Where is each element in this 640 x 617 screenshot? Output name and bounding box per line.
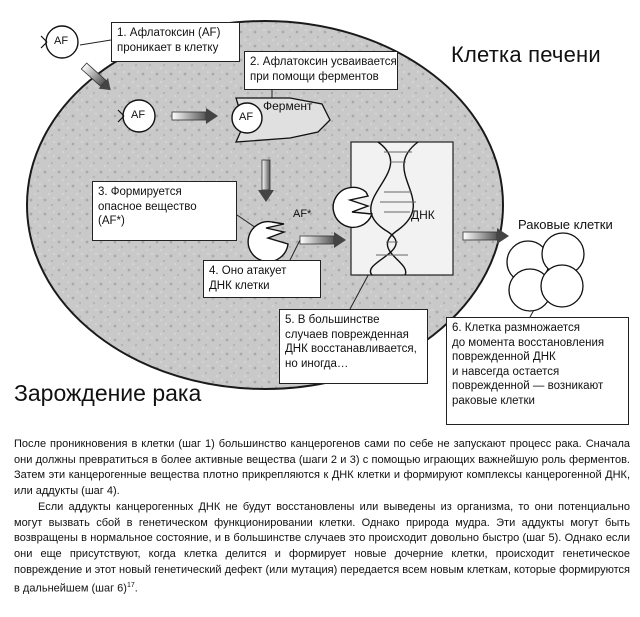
step-6-line: до момента восстановления: [452, 336, 605, 349]
af-label: AF: [54, 35, 69, 47]
step-2-line: при помощи ферментов: [250, 70, 379, 83]
af-label: AF: [239, 111, 254, 123]
step-3-line: 3. Формируется: [98, 186, 182, 198]
step-1-line: проникает в клетку: [117, 41, 219, 54]
step-5-line: ДНК восстанавливается,: [285, 343, 417, 355]
arrow-to-enzyme: [171, 108, 218, 124]
step-3-box: 3. Формируется опасное вещество (AF*): [92, 181, 237, 241]
af-molecule-inside: [117, 99, 156, 133]
arrow-down: [258, 159, 274, 202]
af-star-label: AF*: [293, 208, 312, 220]
paragraph-2-end: .: [134, 582, 138, 595]
step-3-line: (AF*): [98, 215, 125, 227]
step-6-line: раковые клетки: [452, 394, 535, 407]
step-5-box: 5. В большинстве случаев поврежденная ДН…: [279, 309, 428, 384]
step-4-line: ДНК клетки: [209, 279, 270, 292]
cancer-cells-cluster: [506, 232, 585, 312]
dna-label: ДНК: [411, 208, 435, 222]
step-2-line: 2. Афлатоксин усваивается: [250, 56, 397, 68]
step-5-line: 5. В большинстве: [285, 314, 380, 326]
step-5-line: случаев поврежденная: [285, 328, 409, 341]
step-5-line: но иногда…: [285, 357, 349, 370]
step-4-line: 4. Оно атакует: [209, 265, 287, 277]
arrow-to-dna: [299, 232, 346, 248]
af-star-bound-to-dna: [332, 186, 373, 229]
enzyme-shape: [231, 97, 331, 143]
paragraph-1: После проникновения в клетки (шаг 1) бол…: [14, 438, 630, 498]
step-1-box: 1. Афлатоксин (AF) проникает в клетку: [111, 22, 240, 62]
liver-cell-title: Клетка печени: [451, 42, 601, 67]
dna-box: [350, 141, 454, 276]
arrow-to-cancer-cells: [462, 228, 509, 244]
step-4-box: 4. Оно атакует ДНК клетки: [203, 260, 321, 298]
cancer-cells-label: Раковые клетки: [518, 217, 613, 232]
footnote-ref: 17: [126, 582, 135, 590]
enzyme-label: Фермент: [263, 99, 313, 113]
paragraph-2-text: Если аддукты канцерогенных ДНК не будут …: [14, 500, 630, 595]
step-3-line: опасное вещество: [98, 200, 197, 213]
step-2-box: 2. Афлатоксин усваивается при помощи фер…: [244, 51, 398, 90]
step-1-line: 1. Афлатоксин (AF): [117, 27, 221, 39]
body-text: После проникновения в клетки (шаг 1) бол…: [14, 437, 630, 598]
step-6-box: 6. Клетка размножается до момента восста…: [446, 317, 629, 425]
af-molecule-outside: [40, 25, 79, 59]
step-6-line: и навсегда остается: [452, 365, 560, 378]
af-label: AF: [131, 109, 146, 121]
step-6-line: поврежденной ДНК: [452, 351, 556, 363]
step-6-line: поврежденной — возникают: [452, 380, 604, 392]
arrow-entry: [80, 62, 111, 91]
step-6-line: 6. Клетка размножается: [452, 322, 581, 334]
af-star-molecule: [247, 220, 289, 263]
section-heading: Зарождение рака: [14, 380, 202, 406]
paragraph-2: Если аддукты канцерогенных ДНК не будут …: [14, 500, 630, 598]
